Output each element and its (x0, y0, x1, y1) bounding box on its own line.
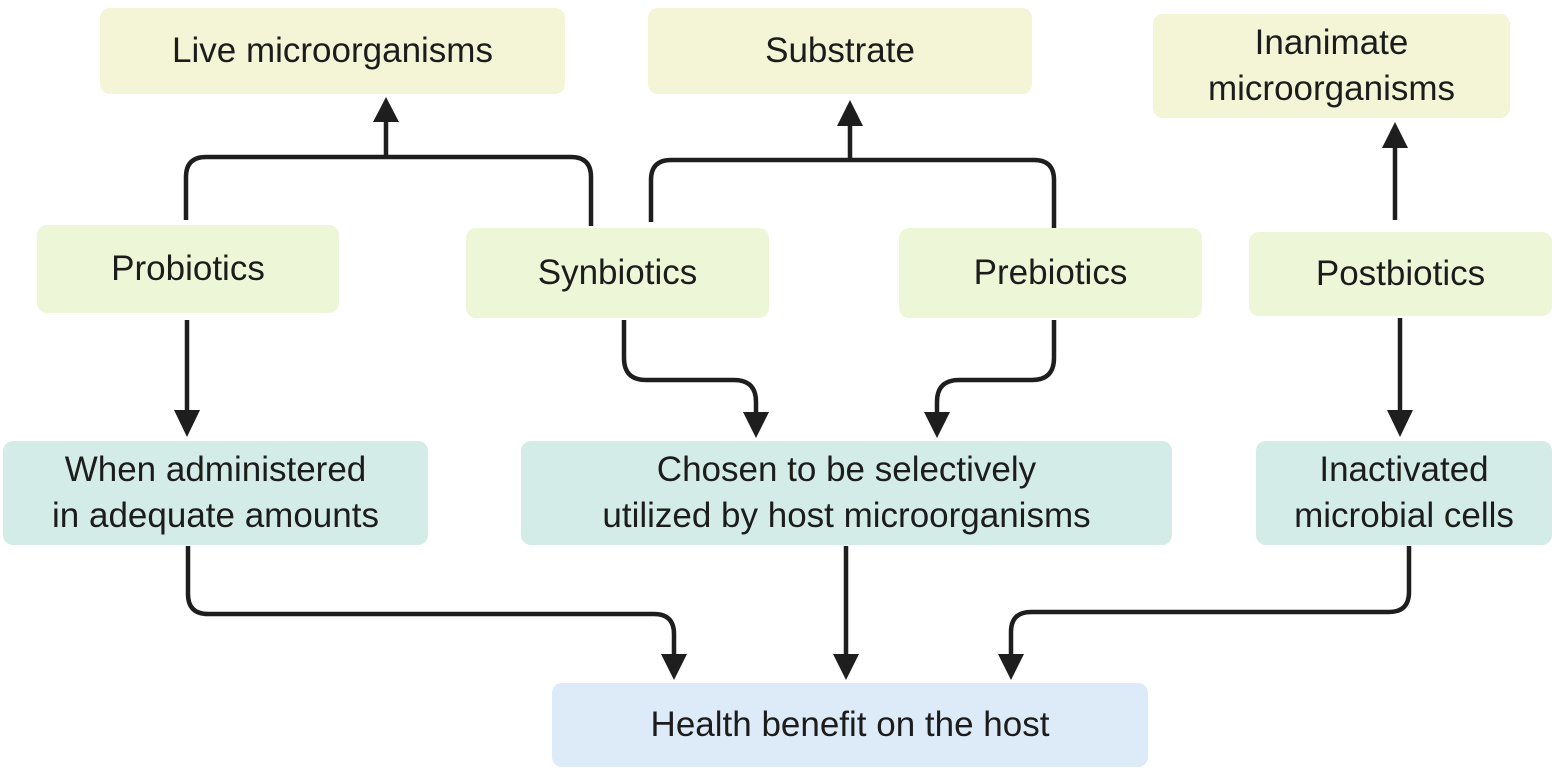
node-inanimate-microorganisms-line-2: microorganisms (1208, 69, 1455, 108)
node-inactivated-cells-line-1: Inactivated (1319, 450, 1489, 489)
node-selectively-utilized-line-2: utilized by host microorganisms (602, 496, 1091, 535)
node-substrate-label: Substrate (765, 31, 915, 70)
connector-inactivated-cells-to-health-benefit (1008, 546, 1412, 654)
node-selectively-utilized: Chosen to be selectively utilized by hos… (521, 441, 1172, 545)
node-adequate-amounts-line-2: in adequate amounts (52, 496, 379, 535)
node-inactivated-cells: Inactivated microbial cells (1256, 441, 1552, 545)
node-adequate-amounts: When administered in adequate amounts (3, 441, 428, 545)
arrowhead-synbiotics-to-selectively-utilized (743, 412, 769, 438)
arrowhead-inactivated-cells-to-health-benefit (998, 654, 1024, 680)
connector-prebiotics-to-selectively-utilized (934, 320, 1057, 412)
node-probiotics-label: Probiotics (111, 249, 265, 288)
node-adequate-amounts-line-1: When administered (64, 450, 367, 489)
arrowhead-adequate-amounts-to-health-benefit (661, 654, 687, 680)
node-live-microorganisms-label: Live microorganisms (172, 31, 493, 70)
connector-synbiotics-prebiotics-to-substrate (648, 124, 1057, 228)
node-substrate: Substrate (648, 8, 1032, 94)
node-inanimate-microorganisms-line-1: Inanimate (1254, 23, 1409, 62)
node-postbiotics: Postbiotics (1249, 232, 1552, 316)
node-selectively-utilized-line-1: Chosen to be selectively (656, 450, 1037, 489)
node-synbiotics: Synbiotics (466, 228, 769, 318)
node-live-microorganisms: Live microorganisms (100, 8, 565, 94)
node-inanimate-microorganisms: Inanimate microorganisms (1153, 14, 1510, 118)
connector-adequate-amounts-to-health-benefit (185, 546, 677, 654)
node-inactivated-cells-line-2: microbial cells (1294, 496, 1514, 535)
node-synbiotics-label: Synbiotics (537, 253, 698, 292)
node-prebiotics-label: Prebiotics (973, 253, 1128, 292)
arrowhead-selectively-utilized-to-health-benefit (833, 654, 859, 680)
arrowhead-to-substrate (837, 100, 863, 126)
arrowhead-prebiotics-to-selectively-utilized (924, 412, 950, 438)
arrowhead-to-inactivated-cells (1387, 410, 1413, 437)
node-prebiotics: Prebiotics (899, 228, 1202, 318)
node-health-benefit-label: Health benefit on the host (650, 705, 1050, 744)
node-probiotics: Probiotics (37, 225, 339, 313)
connector-probiotics-synbiotics-to-live (183, 120, 594, 226)
node-postbiotics-label: Postbiotics (1315, 254, 1486, 293)
arrowhead-to-live-microorganisms (373, 97, 399, 122)
connector-synbiotics-to-selectively-utilized (621, 320, 759, 412)
arrowhead-to-adequate-amounts (174, 410, 200, 437)
arrowhead-to-inanimate-microorganisms (1382, 122, 1408, 148)
node-health-benefit: Health benefit on the host (552, 683, 1148, 767)
